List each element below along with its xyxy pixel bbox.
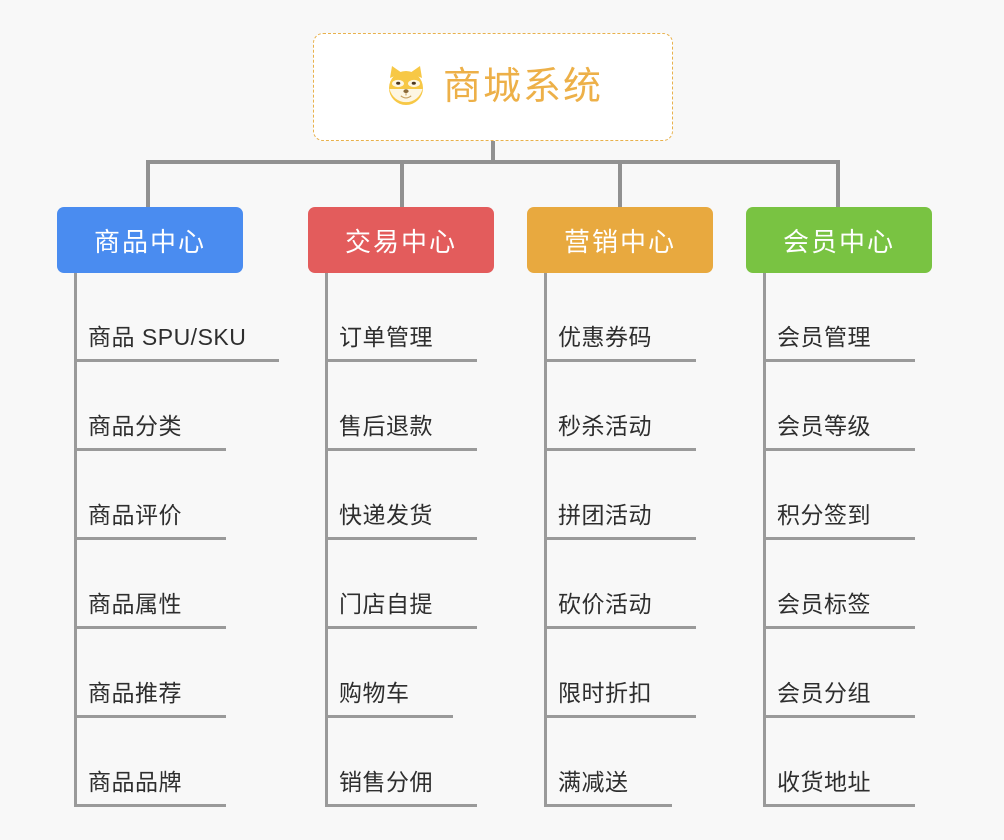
leaf-item-underline xyxy=(325,537,477,540)
leaf-item[interactable]: 门店自提 xyxy=(308,540,494,629)
connector-horizontal-bus xyxy=(146,160,840,164)
leaf-item[interactable]: 商品推荐 xyxy=(57,629,243,718)
leaf-item-underline xyxy=(325,715,453,718)
leaf-item[interactable]: 商品评价 xyxy=(57,451,243,540)
category-column-trade-center: 交易中心订单管理售后退款快递发货门店自提购物车销售分佣 xyxy=(308,207,494,807)
root-node[interactable]: 商城系统 xyxy=(313,33,673,141)
leaf-item[interactable]: 订单管理 xyxy=(308,273,494,362)
leaf-item-label: 收货地址 xyxy=(777,769,871,795)
leaf-item-label: 商品推荐 xyxy=(88,680,182,706)
leaf-item[interactable]: 秒杀活动 xyxy=(527,362,713,451)
leaf-item[interactable]: 商品 SPU/SKU xyxy=(57,273,279,362)
category-items-member-center: 会员管理会员等级积分签到会员标签会员分组收货地址 xyxy=(746,273,932,807)
connector-drop-4 xyxy=(836,160,840,208)
leaf-item-label: 会员等级 xyxy=(777,413,871,439)
category-spine-member-center xyxy=(763,273,766,807)
leaf-item-underline xyxy=(74,359,279,362)
leaf-item[interactable]: 积分签到 xyxy=(746,451,932,540)
category-spine-marketing-center xyxy=(544,273,547,807)
leaf-item[interactable]: 会员管理 xyxy=(746,273,932,362)
leaf-item-label: 商品 SPU/SKU xyxy=(88,324,247,350)
root-title: 商城系统 xyxy=(442,66,603,108)
leaf-item-underline xyxy=(74,804,226,807)
leaf-item[interactable]: 收货地址 xyxy=(746,718,932,807)
leaf-item-underline xyxy=(544,715,696,718)
leaf-item-label: 砍价活动 xyxy=(558,591,652,617)
leaf-item[interactable]: 砍价活动 xyxy=(527,540,713,629)
leaf-item-underline xyxy=(325,626,477,629)
leaf-item-label: 商品品牌 xyxy=(88,769,182,795)
leaf-item-underline xyxy=(544,804,672,807)
leaf-item-underline xyxy=(325,804,477,807)
leaf-item-underline xyxy=(74,448,226,451)
leaf-item-underline xyxy=(74,537,226,540)
leaf-item-label: 门店自提 xyxy=(339,591,433,617)
leaf-item[interactable]: 商品分类 xyxy=(57,362,243,451)
leaf-item-label: 优惠券码 xyxy=(558,324,652,350)
leaf-item[interactable]: 限时折扣 xyxy=(527,629,713,718)
category-spine-product-center xyxy=(74,273,77,807)
leaf-item-label: 限时折扣 xyxy=(558,680,652,706)
leaf-item-underline xyxy=(763,715,915,718)
shiba-dog-face-icon xyxy=(383,64,429,110)
leaf-item[interactable]: 销售分佣 xyxy=(308,718,494,807)
leaf-item-underline xyxy=(544,448,696,451)
leaf-item-label: 会员管理 xyxy=(777,324,871,350)
leaf-item-underline xyxy=(325,448,477,451)
category-items-trade-center: 订单管理售后退款快递发货门店自提购物车销售分佣 xyxy=(308,273,494,807)
category-header-marketing-center[interactable]: 营销中心 xyxy=(527,207,713,273)
leaf-item-label: 快递发货 xyxy=(339,502,433,528)
leaf-item-label: 拼团活动 xyxy=(558,502,652,528)
leaf-item-underline xyxy=(763,537,915,540)
leaf-item-label: 商品评价 xyxy=(88,502,182,528)
leaf-item-label: 会员标签 xyxy=(777,591,871,617)
leaf-item-underline xyxy=(74,715,226,718)
category-column-member-center: 会员中心会员管理会员等级积分签到会员标签会员分组收货地址 xyxy=(746,207,932,807)
leaf-item-underline xyxy=(763,626,915,629)
leaf-item[interactable]: 满减送 xyxy=(527,718,713,807)
category-column-product-center: 商品中心商品 SPU/SKU 商品分类商品评价商品属性商品推荐商品品牌 xyxy=(57,207,279,807)
leaf-item-label: 会员分组 xyxy=(777,680,871,706)
leaf-item-label: 销售分佣 xyxy=(339,769,433,795)
leaf-item-label: 秒杀活动 xyxy=(558,413,652,439)
leaf-item-underline xyxy=(325,359,477,362)
leaf-item[interactable]: 购物车 xyxy=(308,629,494,718)
category-spine-trade-center xyxy=(325,273,328,807)
leaf-item[interactable]: 优惠券码 xyxy=(527,273,713,362)
connector-drop-1 xyxy=(146,160,150,208)
category-header-trade-center[interactable]: 交易中心 xyxy=(308,207,494,273)
leaf-item-underline xyxy=(763,448,915,451)
connector-drop-3 xyxy=(618,160,622,208)
leaf-item-underline xyxy=(544,626,696,629)
leaf-item-label: 订单管理 xyxy=(339,324,433,350)
leaf-item-underline xyxy=(763,804,915,807)
leaf-item[interactable]: 售后退款 xyxy=(308,362,494,451)
leaf-item-label: 售后退款 xyxy=(339,413,433,439)
leaf-item-label: 购物车 xyxy=(339,680,410,706)
leaf-item[interactable]: 会员标签 xyxy=(746,540,932,629)
leaf-item[interactable]: 商品品牌 xyxy=(57,718,243,807)
leaf-item[interactable]: 会员等级 xyxy=(746,362,932,451)
category-items-product-center: 商品 SPU/SKU 商品分类商品评价商品属性商品推荐商品品牌 xyxy=(57,273,279,807)
leaf-item-label: 积分签到 xyxy=(777,502,871,528)
leaf-item-label: 满减送 xyxy=(558,769,629,795)
leaf-item-label: 商品分类 xyxy=(88,413,182,439)
category-items-marketing-center: 优惠券码秒杀活动拼团活动砍价活动限时折扣满减送 xyxy=(527,273,713,807)
connector-root-stem xyxy=(491,141,495,163)
leaf-item[interactable]: 会员分组 xyxy=(746,629,932,718)
category-header-member-center[interactable]: 会员中心 xyxy=(746,207,932,273)
leaf-item-underline xyxy=(544,537,696,540)
leaf-item-underline xyxy=(763,359,915,362)
leaf-item[interactable]: 拼团活动 xyxy=(527,451,713,540)
leaf-item[interactable]: 快递发货 xyxy=(308,451,494,540)
leaf-item-label: 商品属性 xyxy=(88,591,182,617)
category-header-product-center[interactable]: 商品中心 xyxy=(57,207,243,273)
leaf-item[interactable]: 商品属性 xyxy=(57,540,243,629)
connector-drop-2 xyxy=(400,160,404,208)
category-column-marketing-center: 营销中心优惠券码秒杀活动拼团活动砍价活动限时折扣满减送 xyxy=(527,207,713,807)
leaf-item-underline xyxy=(544,359,696,362)
leaf-item-underline xyxy=(74,626,226,629)
